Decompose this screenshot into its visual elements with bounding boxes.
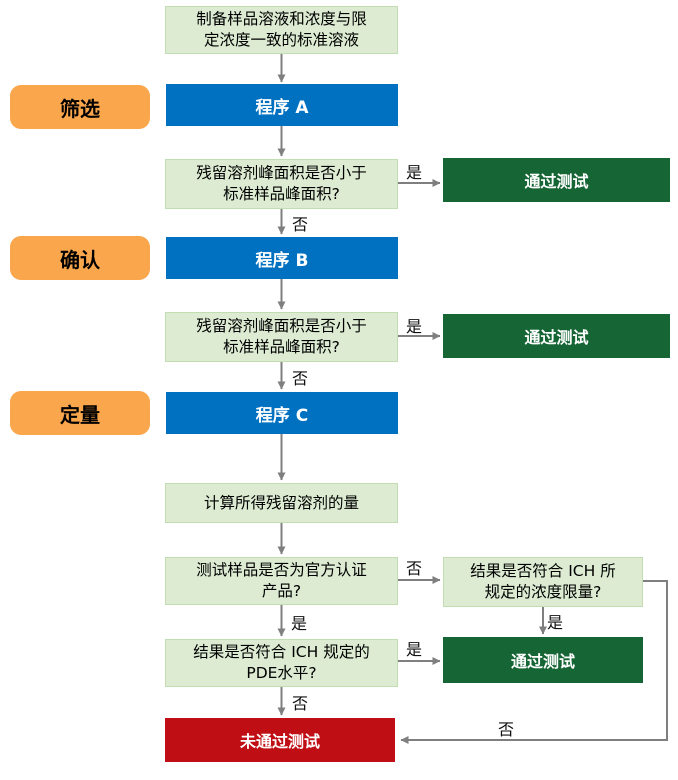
node-prepare-line1: 制备样品溶液和浓度与限 — [196, 10, 367, 28]
decision-official-line1: 测试样品是否为官方认证 — [196, 561, 367, 579]
stage-label-confirmation: 确认 — [10, 236, 150, 280]
pass-test-1-text: 通过测试 — [524, 172, 589, 191]
fail-test-text: 未通过测试 — [239, 732, 320, 751]
edge-label-no-decision1: 否 — [292, 215, 309, 234]
node-procedure-a: 程序 A — [166, 84, 398, 126]
node-fail-test: 未通过测试 — [165, 718, 395, 762]
node-decision-pde: 结果是否符合 ICH 规定的 PDE水平? — [165, 639, 398, 687]
edge-label-no-ich-limit: 否 — [498, 720, 515, 739]
node-procedure-b: 程序 B — [166, 237, 398, 279]
node-procedure-c-text: 程序 C — [255, 405, 309, 426]
edge-label-yes-decision1: 是 — [406, 163, 423, 182]
edge-label-no-pde: 否 — [292, 694, 309, 713]
node-procedure-c: 程序 C — [166, 392, 398, 434]
node-calculate-text: 计算所得残留溶剂的量 — [203, 493, 359, 512]
node-decision-peak-2: 残留溶剂峰面积是否小于 标准样品峰面积? — [165, 312, 398, 362]
stage-confirmation-text: 确认 — [60, 247, 100, 272]
node-decision-official: 测试样品是否为官方认证 产品? — [165, 557, 398, 605]
decision-official-line2: 产品? — [261, 582, 302, 600]
decision-pde-line2: PDE水平? — [246, 664, 317, 682]
decision-peak-1-line1: 残留溶剂峰面积是否小于 — [196, 164, 367, 182]
edge-label-yes-decision2: 是 — [406, 317, 423, 336]
edge-label-yes-pde: 是 — [406, 640, 423, 659]
stage-label-screening: 筛选 — [10, 85, 150, 129]
edge-label-no-official: 否 — [406, 559, 423, 578]
pass-test-3-text: 通过测试 — [510, 652, 575, 671]
edge-label-yes-official: 是 — [291, 614, 308, 633]
stage-label-quantification: 定量 — [10, 391, 150, 435]
stage-quantification-text: 定量 — [60, 402, 100, 427]
node-decision-peak-1: 残留溶剂峰面积是否小于 标准样品峰面积? — [165, 159, 398, 209]
node-prepare-solutions: 制备样品溶液和浓度与限 定浓度一致的标准溶液 — [165, 6, 398, 54]
edge-label-yes-ich-limit: 是 — [547, 613, 564, 632]
decision-ich-limit-line1: 结果是否符合 ICH 所 — [470, 562, 616, 580]
decision-peak-2-line2: 标准样品峰面积? — [223, 338, 340, 356]
node-procedure-a-text: 程序 A — [255, 97, 309, 118]
edge-label-no-decision2: 否 — [292, 369, 309, 388]
node-prepare-line2: 定浓度一致的标准溶液 — [203, 31, 359, 49]
node-procedure-b-text: 程序 B — [255, 250, 309, 271]
node-calculate: 计算所得残留溶剂的量 — [165, 483, 398, 523]
node-pass-test-2: 通过测试 — [443, 314, 670, 358]
decision-peak-2-line1: 残留溶剂峰面积是否小于 — [196, 317, 367, 335]
arrow-ich-limit-no-to-fail — [400, 580, 668, 744]
node-pass-test-1: 通过测试 — [443, 158, 670, 202]
decision-peak-1-line2: 标准样品峰面积? — [223, 185, 340, 203]
node-decision-ich-limit: 结果是否符合 ICH 所 规定的浓度限量? — [443, 557, 643, 607]
decision-pde-line1: 结果是否符合 ICH 规定的 — [193, 643, 370, 661]
node-pass-test-3: 通过测试 — [443, 637, 643, 683]
stage-screening-text: 筛选 — [60, 96, 100, 121]
pass-test-2-text: 通过测试 — [524, 328, 589, 347]
decision-ich-limit-line2: 规定的浓度限量? — [484, 583, 602, 601]
